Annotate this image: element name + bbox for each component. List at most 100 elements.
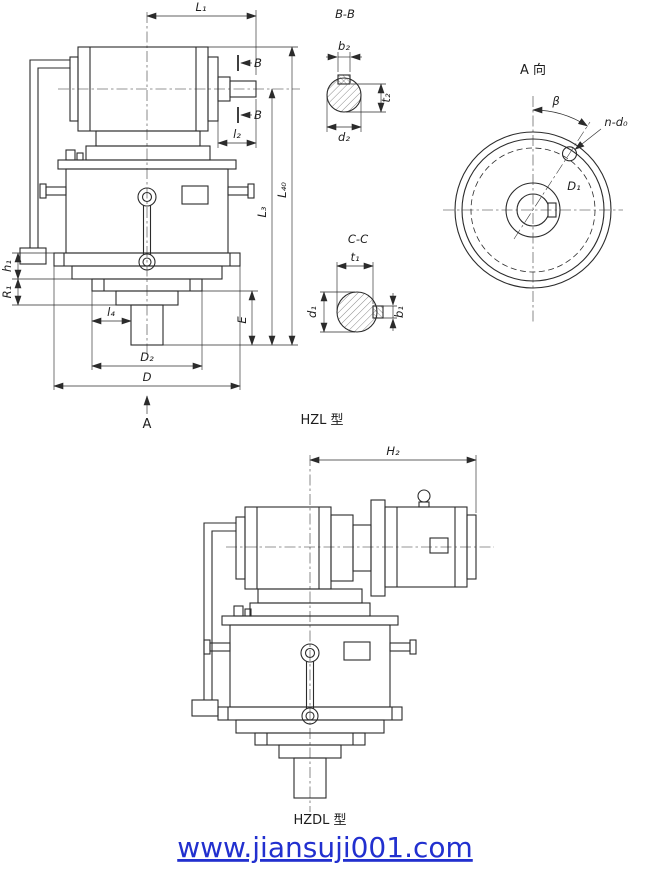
dim-label-D: D (143, 370, 152, 384)
conduit-box (19, 247, 47, 265)
oil-plug-lower (138, 253, 156, 271)
gland-left (45, 186, 67, 196)
bolt-hole-leader (574, 128, 602, 150)
view-a: A 向 β n-d₀ D₁ (443, 62, 628, 324)
adapter-neck (352, 524, 372, 572)
view-a-title: A 向 (520, 62, 546, 78)
extension-line (337, 52, 351, 72)
extension-line (53, 266, 241, 390)
hzdl-caption: HZDL 型 (293, 813, 346, 828)
dim-L3: L₃ (255, 88, 276, 346)
bolt-marks (227, 706, 393, 746)
nameplate (343, 641, 371, 661)
dim-label-n-d0: n-d₀ (604, 115, 628, 129)
gland-right-cap (247, 183, 255, 199)
oil-plug-upper-inner (304, 647, 316, 659)
oil-plug-lower (301, 707, 319, 725)
stud-bolt-small (76, 152, 84, 161)
hzdl-assembly (191, 455, 494, 812)
dim-label-d2: d₂ (338, 130, 350, 144)
gland-right (389, 642, 411, 652)
stud-bolt (233, 605, 244, 617)
section-cc-view: C-C t₁ d₁ b₁ (305, 232, 406, 333)
dim-label-d1: d₁ (305, 306, 319, 318)
gland-right (227, 186, 249, 196)
bolt-hole (561, 146, 578, 162)
dim-h1: h₁ R₁ (0, 252, 116, 306)
dim-l2: l₂ (217, 99, 257, 148)
motor-shaft (229, 80, 257, 98)
oil-plug-upper (300, 643, 320, 663)
motor-right-cap (466, 514, 477, 580)
gland-left (209, 642, 231, 652)
gland-right-cap (409, 639, 417, 655)
dim-t2: t₂ (346, 83, 393, 113)
output-shaft (130, 304, 164, 346)
bolt-marks (63, 252, 231, 292)
watermark-text: www.jiansuji001.com (177, 831, 473, 864)
gland-left-cap (39, 183, 47, 199)
dim-E: E (202, 290, 258, 346)
extension-line (91, 291, 203, 370)
dim-label-beta: β (551, 94, 559, 108)
lifting-eyebolt (417, 489, 431, 503)
dim-label-h1: h₁ (0, 260, 14, 272)
dim-L1: L₁ (146, 0, 257, 75)
conduit-pipe (29, 59, 71, 249)
dim-label-H2: H₂ (386, 444, 400, 458)
output-shaft (293, 757, 327, 799)
hzl-view: L₁ B B l₂ L₃ L₄₀ E (0, 0, 344, 432)
dim-label-b1: b₁ (392, 306, 406, 318)
hzl-caption: HZL 型 (300, 413, 343, 428)
oil-plug-upper (137, 187, 157, 207)
dim-label-D2: D₂ (140, 350, 154, 364)
section-cc-title: C-C (348, 232, 368, 246)
dim-label-b2: b₂ (338, 39, 350, 53)
dim-d2: d₂ (326, 96, 362, 144)
dim-label-l2: l₂ (233, 127, 241, 141)
dim-label-L40: L₄₀ (275, 182, 289, 198)
conduit-box (191, 699, 219, 717)
nameplate (181, 185, 209, 205)
motor-flange (370, 499, 386, 597)
input-left-cap (235, 516, 246, 580)
key-cross-section (372, 305, 384, 319)
bolt-hole-radial-line (513, 121, 591, 240)
inner-shaft-lines (142, 205, 152, 255)
eyebolt-base (418, 501, 430, 508)
dim-l4: l₄ (91, 305, 132, 325)
section-mark-B-bottom: B (254, 108, 262, 122)
dim-D: D (53, 266, 241, 390)
stud-bolt (65, 149, 76, 161)
dim-label-l4: l₄ (107, 305, 115, 319)
adapter-step (330, 514, 354, 582)
adapter-plate-lower (85, 145, 211, 161)
view-arrow-A: A (143, 395, 152, 432)
dim-H2: H₂ (309, 444, 477, 513)
extension-line (163, 46, 298, 346)
key-cross-section (337, 74, 351, 85)
adapter-plate-upper (95, 130, 201, 147)
conduit-pipe (203, 522, 237, 701)
dim-b1: b₁ (383, 293, 406, 331)
inner-shaft-lines (305, 661, 315, 709)
view-arrow-label: A (143, 417, 152, 432)
section-bb-view: B-B b₂ t₂ d₂ (326, 7, 393, 144)
dim-t1: t₁ (336, 250, 374, 310)
motor-body-lines (89, 46, 197, 132)
section-bb-title: B-B (335, 7, 355, 21)
motor-nameplate (429, 537, 449, 554)
motor-body-lines (396, 506, 456, 588)
extension-line (383, 305, 397, 319)
dim-label-R1: R₁ (0, 286, 14, 299)
dim-label-t1: t₁ (350, 250, 359, 264)
beta-angle-arc (532, 106, 589, 127)
dim-label-t2: t₂ (379, 93, 393, 103)
input-housing (244, 506, 332, 590)
dim-label-L3: L₃ (255, 206, 269, 217)
gland-left-cap (203, 639, 211, 655)
shaft-cross-section (336, 291, 378, 333)
hzl-assembly (19, 12, 300, 362)
input-housing-lines (256, 506, 320, 590)
